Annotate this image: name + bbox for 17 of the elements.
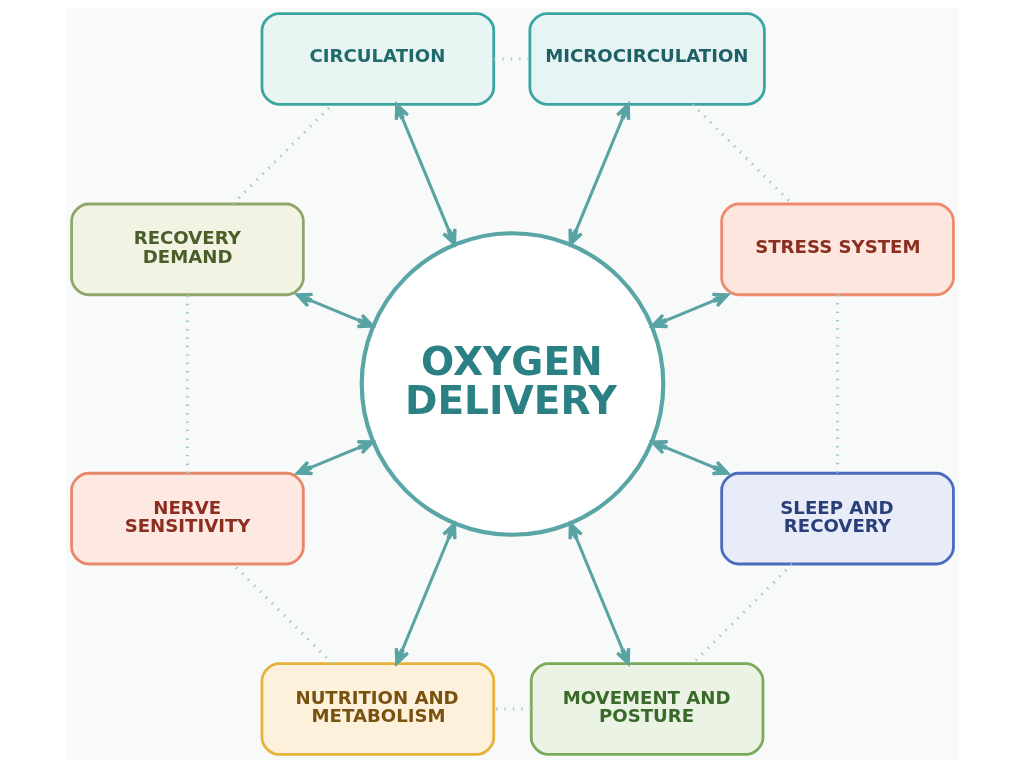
arrow: [567, 522, 630, 666]
node-box: CIRCULATION: [260, 12, 495, 106]
node-circle: OXYGEN DELIVERY: [359, 231, 665, 537]
arrow: [394, 102, 457, 246]
arrow: [567, 102, 630, 246]
node-box: NUTRITION AND METABOLISM: [260, 662, 495, 756]
arrow: [650, 439, 729, 476]
arrow: [295, 439, 374, 476]
arrow: [295, 292, 374, 329]
node-box: SLEEP AND RECOVERY: [719, 471, 955, 566]
node-box: MOVEMENT AND POSTURE: [529, 662, 764, 756]
node-box: STRESS SYSTEM: [719, 202, 955, 297]
node-box: MICROCIRCULATION: [527, 12, 766, 106]
node-box: NERVE SENSITIVITY: [69, 471, 305, 566]
arrow: [394, 522, 457, 666]
arrow: [650, 292, 729, 329]
node-box: RECOVERY DEMAND: [69, 202, 305, 297]
